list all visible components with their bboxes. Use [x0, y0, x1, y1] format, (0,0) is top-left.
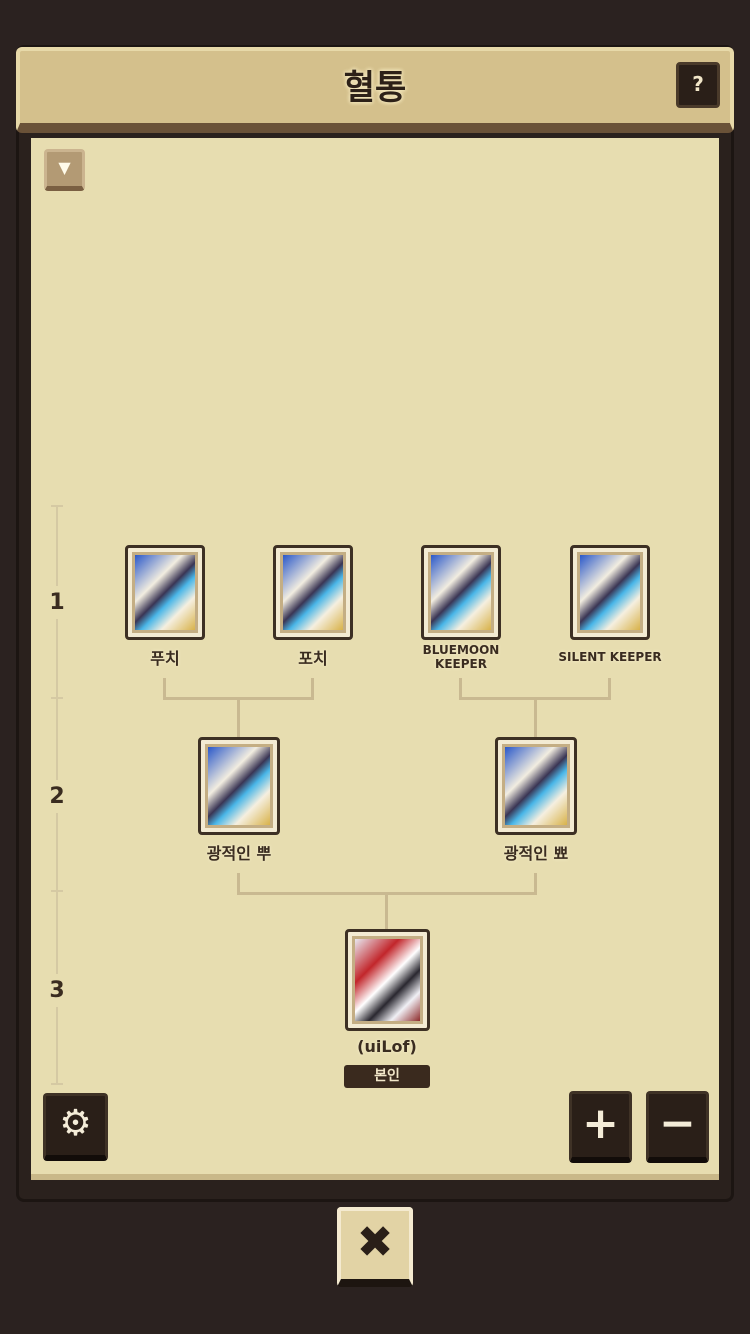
character-portrait	[135, 555, 195, 630]
page-title: 혈통	[343, 68, 407, 108]
connector	[385, 892, 388, 929]
close-icon: ✖	[356, 1217, 394, 1268]
connector	[311, 678, 314, 700]
connector	[534, 873, 537, 895]
axis-tick	[51, 1083, 63, 1085]
minus-icon: −	[659, 1098, 696, 1149]
ancestor-name: 포치	[298, 649, 328, 668]
ancestor-card[interactable]	[125, 545, 205, 640]
character-portrait	[355, 939, 420, 1021]
parent-card[interactable]	[198, 737, 280, 835]
dropdown-button[interactable]: ▼	[44, 149, 85, 191]
connector	[163, 678, 166, 700]
character-portrait	[505, 747, 567, 825]
header-bar	[16, 47, 734, 133]
ancestor-name: BLUEMOON KEEPER	[422, 643, 500, 671]
axis-tick	[51, 697, 63, 699]
connector	[608, 678, 611, 700]
connector	[459, 678, 462, 700]
parent-card[interactable]	[495, 737, 577, 835]
generation-label: 2	[42, 780, 72, 813]
connector	[237, 873, 240, 895]
character-portrait	[283, 555, 343, 630]
parent-name: 광적인 뾰	[503, 844, 569, 863]
axis-tick	[51, 890, 63, 892]
character-portrait	[208, 747, 270, 825]
character-portrait	[431, 555, 491, 630]
parent-name: 광적인 뿌	[206, 844, 272, 863]
generation-label: 3	[42, 974, 72, 1007]
close-button[interactable]: ✖	[337, 1207, 413, 1287]
ancestor-card[interactable]	[273, 545, 353, 640]
ancestor-name: SILENT KEEPER	[558, 650, 662, 664]
connector	[237, 697, 240, 737]
character-portrait	[580, 555, 640, 630]
ancestor-name: 푸치	[150, 649, 180, 668]
ancestor-card[interactable]	[421, 545, 501, 640]
generation-label: 1	[42, 586, 72, 619]
settings-button[interactable]: ⚙	[43, 1093, 108, 1161]
zoom-out-button[interactable]: −	[646, 1091, 709, 1163]
zoom-in-button[interactable]: +	[569, 1091, 632, 1163]
help-button[interactable]: ?	[676, 62, 720, 108]
ancestor-card[interactable]	[570, 545, 650, 640]
self-name: (uiLof)	[357, 1037, 417, 1056]
connector	[534, 697, 537, 737]
axis-tick	[51, 505, 63, 507]
self-badge: 본인	[344, 1065, 430, 1088]
self-card[interactable]	[345, 929, 430, 1031]
plus-icon: +	[582, 1098, 619, 1149]
gear-icon: ⚙	[59, 1103, 92, 1144]
